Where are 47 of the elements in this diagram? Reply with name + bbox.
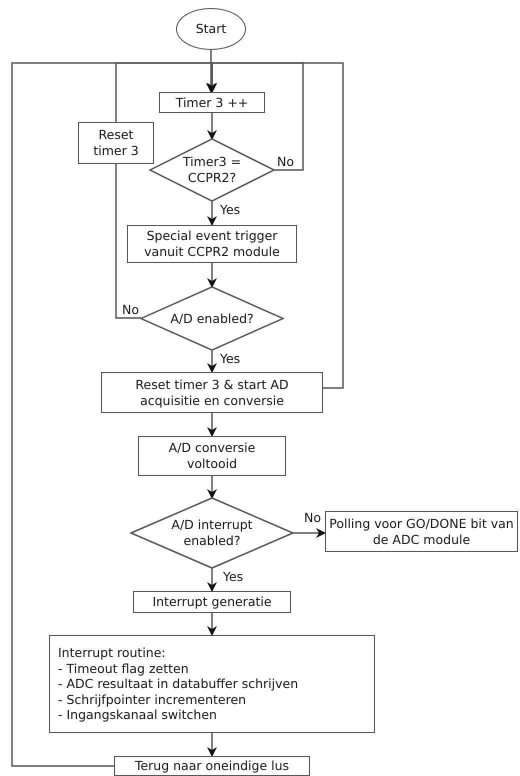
edge-label: No — [276, 155, 295, 169]
box-text: Reset timer 3 — [92, 127, 140, 159]
edge-label: No — [121, 303, 140, 317]
box-text: Special event trigger vanuit CCPR2 module — [143, 228, 281, 260]
edge-label: Yes — [219, 203, 242, 217]
arrow — [207, 733, 217, 757]
arrow — [207, 613, 217, 636]
process-box — [138, 436, 286, 476]
process-box — [127, 225, 297, 263]
box-text: Reset timer 3 & start AD acquisitie en conversie — [134, 376, 290, 408]
list-item: - Schrijfpointer incrementeren — [58, 692, 246, 708]
box-text: A/D conversie voltooid — [168, 440, 256, 472]
decision-diamond — [131, 498, 293, 568]
decision-diamond — [150, 139, 274, 201]
process-box — [133, 591, 291, 613]
arrow — [206, 50, 216, 93]
box-text: Interrupt generatie — [152, 594, 272, 610]
list-item: - Timeout flag zetten — [58, 660, 189, 676]
arrow — [207, 568, 217, 592]
box-text: Timer3 = CCPR2? — [182, 154, 242, 186]
arrow — [207, 201, 217, 226]
edge-label: No — [303, 511, 322, 525]
process-box — [101, 372, 323, 413]
arrow — [207, 263, 217, 288]
box-heading: Interrupt routine: — [58, 644, 166, 661]
edge-label: Yes — [219, 352, 242, 366]
box-text: A/D enabled? — [170, 310, 254, 326]
box-text: Terug naar oneindige lus — [134, 758, 290, 774]
arrow — [207, 413, 217, 437]
arrow — [293, 528, 326, 538]
arrow — [207, 350, 217, 373]
arrow — [207, 113, 217, 140]
list-item: - ADC resultaat in databuffer schrijven — [58, 676, 298, 692]
decision-diamond — [141, 287, 283, 350]
box-text: Polling voor GO/DONE bit van de ADC module — [329, 516, 514, 548]
list-item: - Ingangskanaal switchen — [58, 707, 217, 724]
arrow — [11, 62, 217, 767]
arrow — [207, 476, 217, 499]
box-text: A/D interrupt enabled? — [170, 517, 254, 549]
process-box — [49, 635, 375, 733]
process-box — [114, 756, 310, 776]
box-text: Timer 3 ++ — [176, 94, 248, 110]
process-box — [159, 92, 265, 113]
process-box — [78, 122, 154, 164]
edge-label: Yes — [222, 570, 244, 584]
connector-line — [115, 164, 141, 319]
box-text: Start — [196, 21, 226, 37]
